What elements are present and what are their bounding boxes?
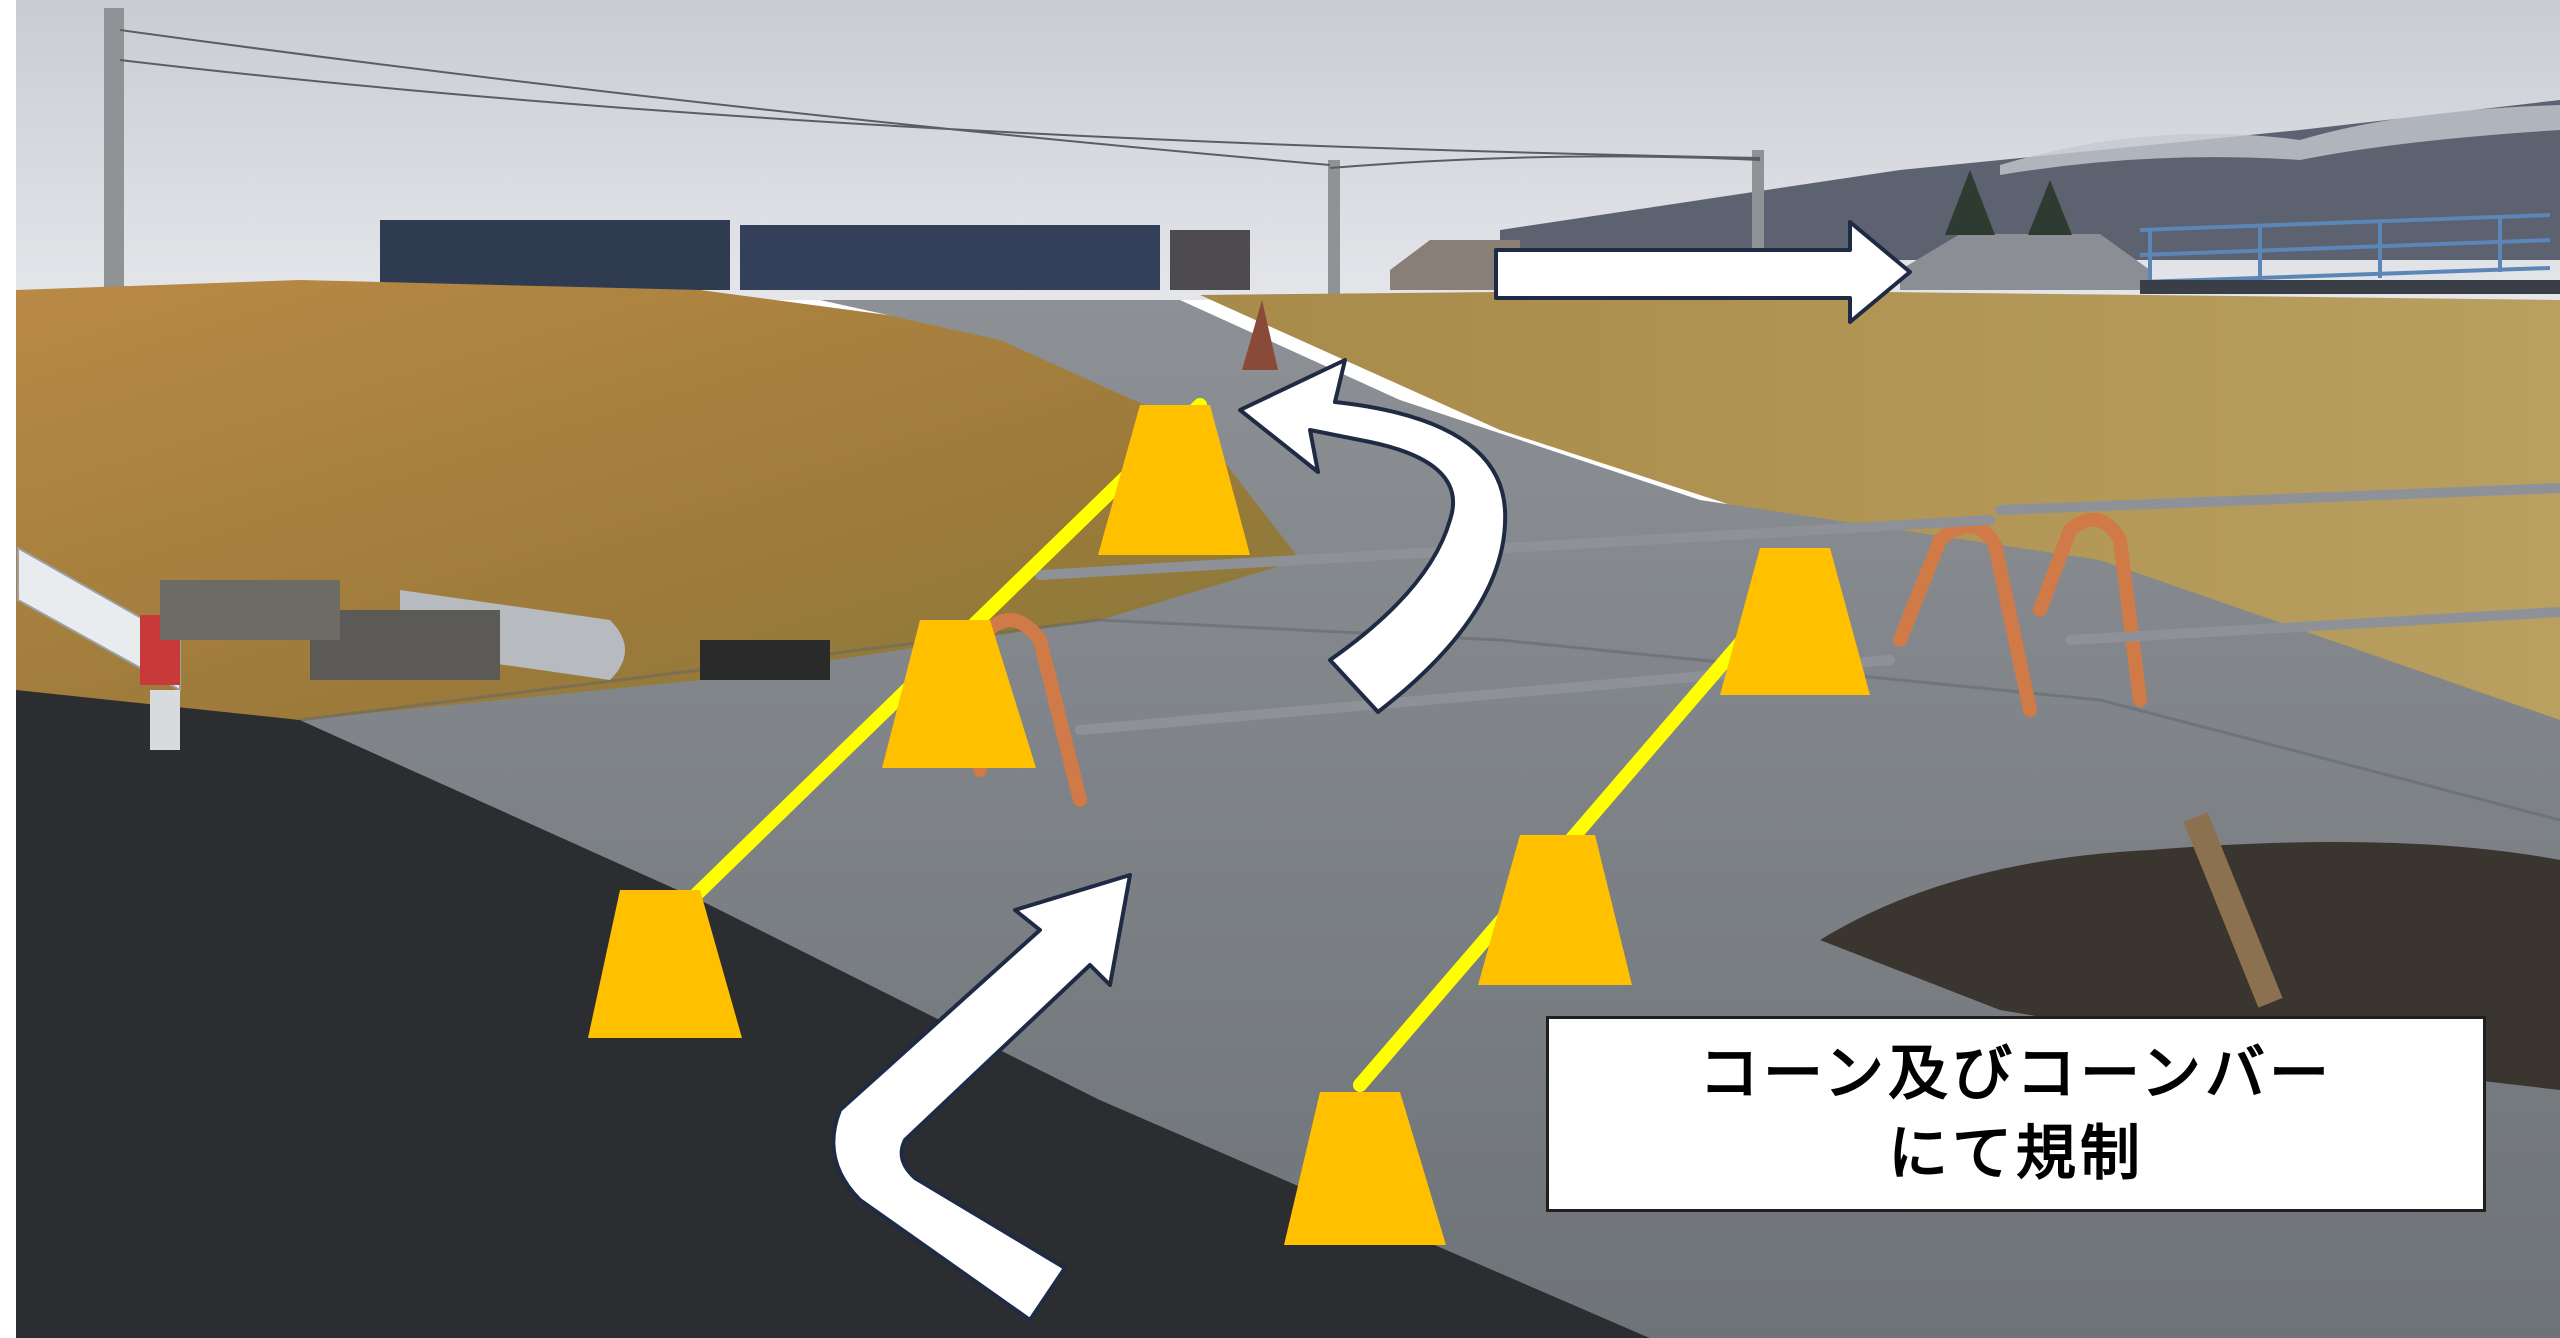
route-arrow-icon [1494, 220, 1912, 324]
bridge-deck [2140, 280, 2560, 294]
u-barrier-right [1893, 512, 2147, 717]
utility-pole [104, 8, 124, 288]
house-roof [1390, 240, 1520, 290]
route-arrow-icon [1238, 358, 1508, 714]
solar-panel-row [740, 225, 1160, 290]
asphalt-road [16, 690, 1650, 1338]
blue-railing [2139, 213, 2551, 285]
concrete-block [160, 580, 340, 640]
mountain-mist [2000, 105, 2560, 175]
concrete-block [310, 610, 500, 680]
route-arrow-icon [831, 873, 1132, 1322]
utility-pole [1752, 150, 1764, 280]
wooden-stake [2183, 812, 2283, 1008]
gravel-texture [299, 618, 2560, 822]
utility-pole [1328, 160, 1340, 300]
traffic-cone-icon [1720, 548, 1870, 695]
traffic-cone-icon [1098, 405, 1250, 555]
traffic-cone-icon [1478, 835, 1632, 985]
traffic-cone-icon [882, 620, 1036, 768]
traffic-cone-icon [588, 890, 742, 1038]
building-roof [1170, 230, 1250, 290]
tree [2028, 180, 2072, 235]
regulation-note-line2: にて規制 [1888, 1119, 2144, 1189]
traffic-cone-icon [1284, 1092, 1446, 1245]
solar-panel-row [380, 220, 730, 290]
regulation-note-line1: コーン及びコーンバー [1699, 1039, 2333, 1109]
regulation-note: コーン及びコーンバー にて規制 [1546, 1016, 2486, 1212]
existing-cone [1242, 300, 1278, 370]
power-lines [119, 29, 1761, 169]
house-roof [1900, 234, 2150, 290]
tree [1945, 170, 1995, 235]
black-crate [700, 640, 830, 680]
guardrail-post [150, 690, 180, 750]
